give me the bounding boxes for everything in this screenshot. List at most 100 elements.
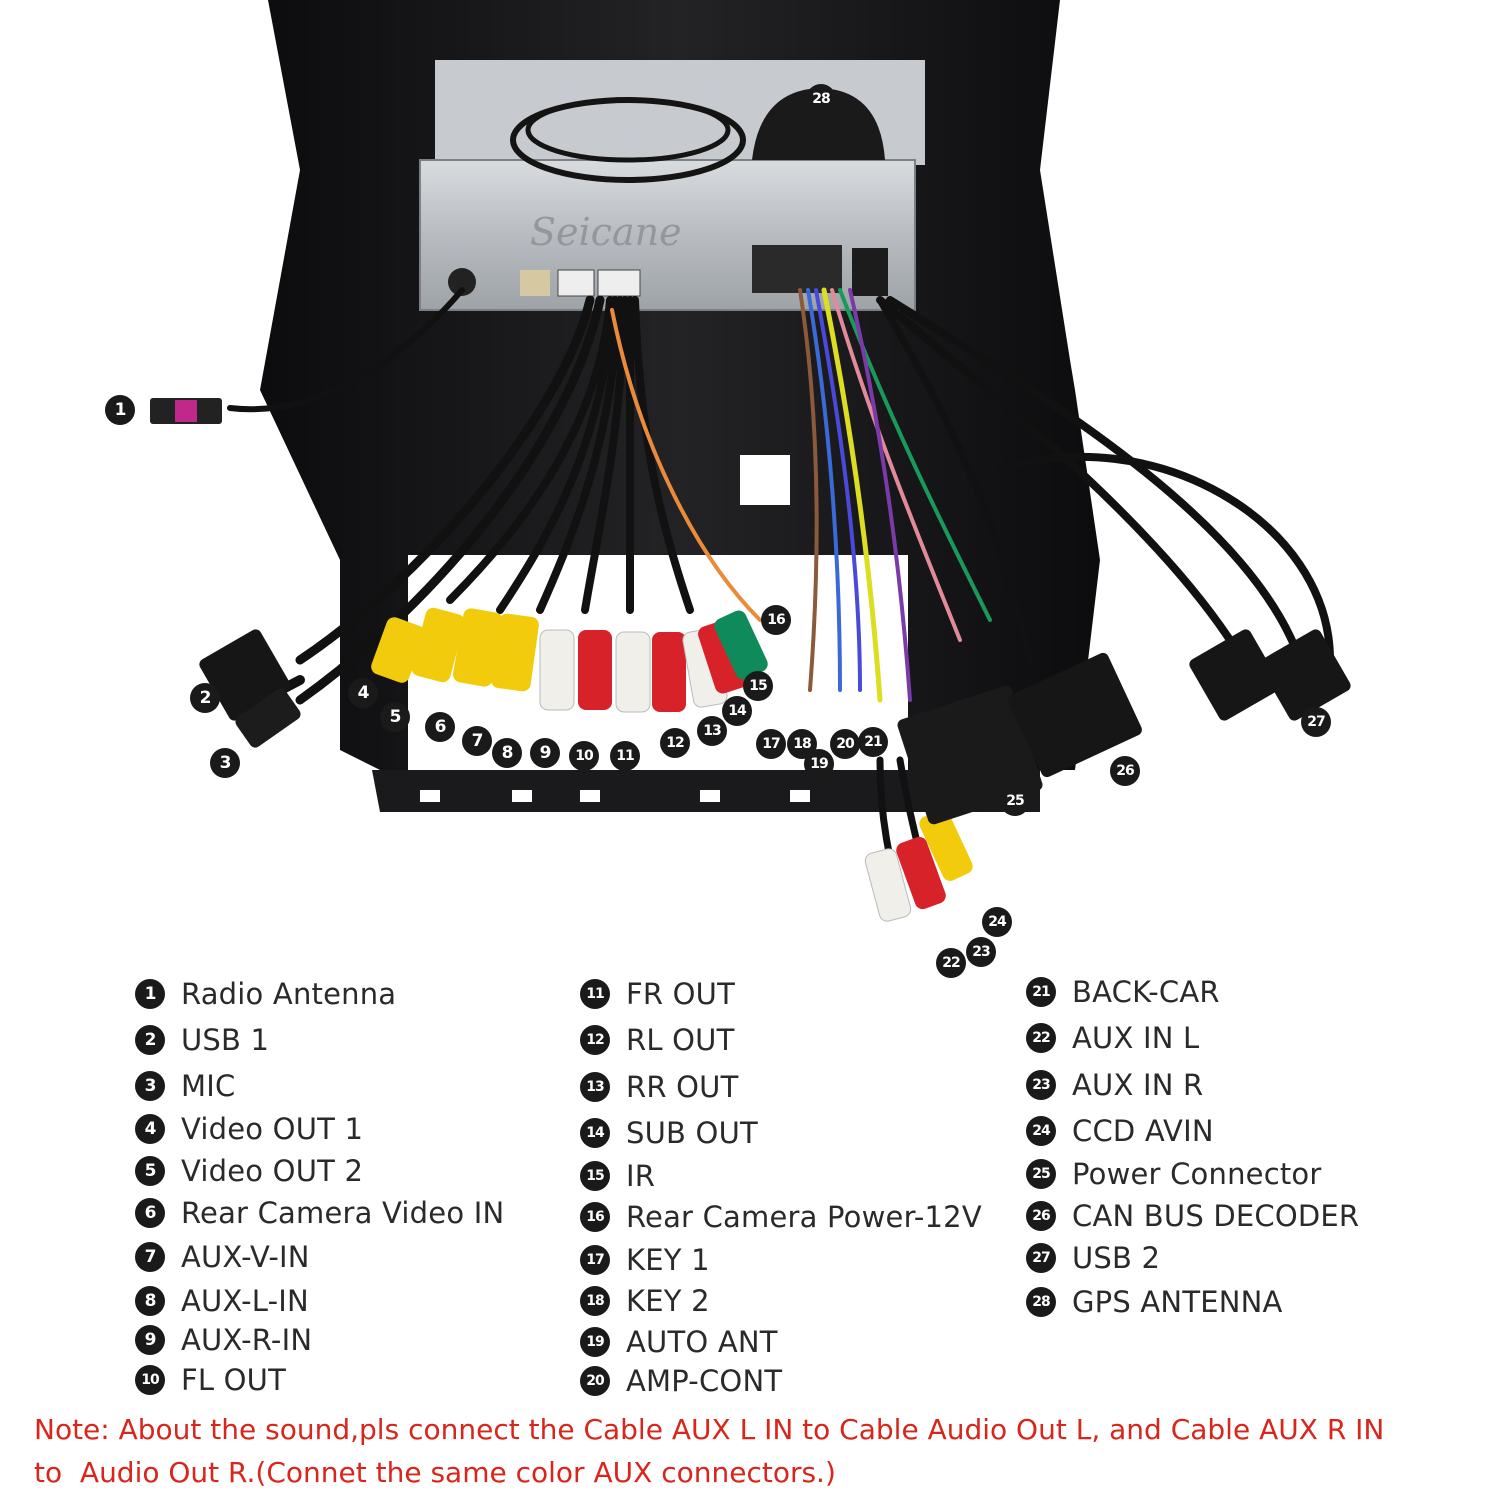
legend-label: RL OUT: [626, 1023, 735, 1057]
legend-label: MIC: [181, 1069, 236, 1103]
legend-label: RR OUT: [626, 1070, 739, 1104]
legend-number: 11: [580, 979, 610, 1009]
seicane-watermark: Seicane: [530, 210, 682, 254]
legend-number: 28: [1026, 1287, 1056, 1317]
legend-number: 16: [580, 1202, 610, 1232]
head-unit-photo: Seicane: [150, 0, 1351, 922]
legend-item: 4 Video OUT 1: [135, 1112, 363, 1146]
legend-label: USB 1: [181, 1023, 270, 1057]
callout-22: 22: [936, 948, 966, 978]
legend-item: 28 GPS ANTENNA: [1026, 1285, 1283, 1319]
legend-number: 4: [135, 1114, 165, 1144]
legend-number: 7: [135, 1242, 165, 1272]
legend-number: 6: [135, 1198, 165, 1228]
legend-item: 6 Rear Camera Video IN: [135, 1196, 504, 1230]
legend-label: Radio Antenna: [181, 977, 397, 1011]
legend-number: 27: [1026, 1243, 1056, 1273]
legend-number: 13: [580, 1072, 610, 1102]
callout-18: 18: [787, 729, 817, 759]
callout-11: 11: [610, 741, 640, 771]
rca-plugs: [371, 607, 973, 922]
legend-label: AUX IN L: [1072, 1021, 1200, 1055]
callout-14: 14: [722, 696, 752, 726]
callout-layer: 1 2 3 4 5 6 7 8 9 10 11 12 13 14 15 16 1…: [105, 84, 1331, 978]
callout-8: 8: [492, 738, 522, 768]
callout-5: 5: [380, 702, 410, 732]
callout-20: 20: [830, 729, 860, 759]
callout-19: 19: [804, 749, 834, 779]
callout-2: 2: [190, 683, 220, 713]
legend-label: KEY 2: [626, 1284, 710, 1318]
legend-label: Power Connector: [1072, 1157, 1322, 1191]
legend-item: 26 CAN BUS DECODER: [1026, 1199, 1359, 1233]
legend-number: 3: [135, 1071, 165, 1101]
legend-label: AUX IN R: [1072, 1068, 1204, 1102]
callout-12: 12: [660, 728, 690, 758]
legend-label: AMP-CONT: [626, 1364, 783, 1398]
legend-number: 21: [1026, 977, 1056, 1007]
legend-label: BACK-CAR: [1072, 975, 1220, 1009]
legend-number: 5: [135, 1156, 165, 1186]
legend-number: 22: [1026, 1023, 1056, 1053]
can-bus-decoder: [1008, 652, 1142, 778]
mic-connector: [235, 688, 301, 748]
legend-item: 16 Rear Camera Power-12V: [580, 1200, 982, 1234]
legend-item: 15 IR: [580, 1159, 655, 1193]
callout-26: 26: [1110, 756, 1140, 786]
legend-label: USB 2: [1072, 1241, 1161, 1275]
callout-15: 15: [743, 671, 773, 701]
legend-number: 25: [1026, 1159, 1056, 1189]
legend-number: 8: [135, 1286, 165, 1316]
legend-label: CAN BUS DECODER: [1072, 1199, 1360, 1233]
callout-21: 21: [858, 727, 888, 757]
legend-item: 13 RR OUT: [580, 1070, 739, 1104]
callout-6: 6: [425, 712, 455, 742]
callout-16: 16: [761, 605, 791, 635]
legend-label: FR OUT: [626, 977, 736, 1011]
legend-item: 23 AUX IN R: [1026, 1068, 1203, 1102]
legend-number: 15: [580, 1161, 610, 1191]
legend-number: 19: [580, 1327, 610, 1357]
callout-23: 23: [966, 937, 996, 967]
legend-label: IR: [626, 1159, 656, 1193]
legend-label: GPS ANTENNA: [1072, 1285, 1283, 1319]
legend-number: 23: [1026, 1070, 1056, 1100]
legend-label: Rear Camera Video IN: [181, 1196, 505, 1230]
legend-number: 14: [580, 1118, 610, 1148]
legend-label: AUTO ANT: [626, 1325, 778, 1359]
legend-label: Video OUT 2: [181, 1154, 364, 1188]
legend-label: Video OUT 1: [181, 1112, 364, 1146]
legend-item: 11 FR OUT: [580, 977, 735, 1011]
legend-number: 20: [580, 1366, 610, 1396]
callout-24: 24: [982, 907, 1012, 937]
legend-item: 22 AUX IN L: [1026, 1021, 1199, 1055]
legend-item: 21 BACK-CAR: [1026, 975, 1220, 1009]
legend-number: 26: [1026, 1201, 1056, 1231]
legend-number: 9: [135, 1325, 165, 1355]
note-line-1: Note: About the sound,pls connect the Ca…: [34, 1413, 1385, 1446]
legend-label: Rear Camera Power-12V: [626, 1200, 982, 1234]
callout-7: 7: [462, 726, 492, 756]
callout-17: 17: [756, 729, 786, 759]
legend-item: 20 AMP-CONT: [580, 1364, 782, 1398]
legend-label: KEY 1: [626, 1243, 710, 1277]
usb2-connectors: [1189, 629, 1351, 721]
legend-number: 1: [135, 979, 165, 1009]
legend-number: 10: [135, 1365, 165, 1395]
callout-3: 3: [210, 748, 240, 778]
legend-item: 5 Video OUT 2: [135, 1154, 363, 1188]
callout-28: 28: [806, 84, 836, 114]
head-unit-chassis: Seicane: [419, 60, 925, 311]
legend-item: 1 Radio Antenna: [135, 977, 396, 1011]
legend-number: 17: [580, 1245, 610, 1275]
